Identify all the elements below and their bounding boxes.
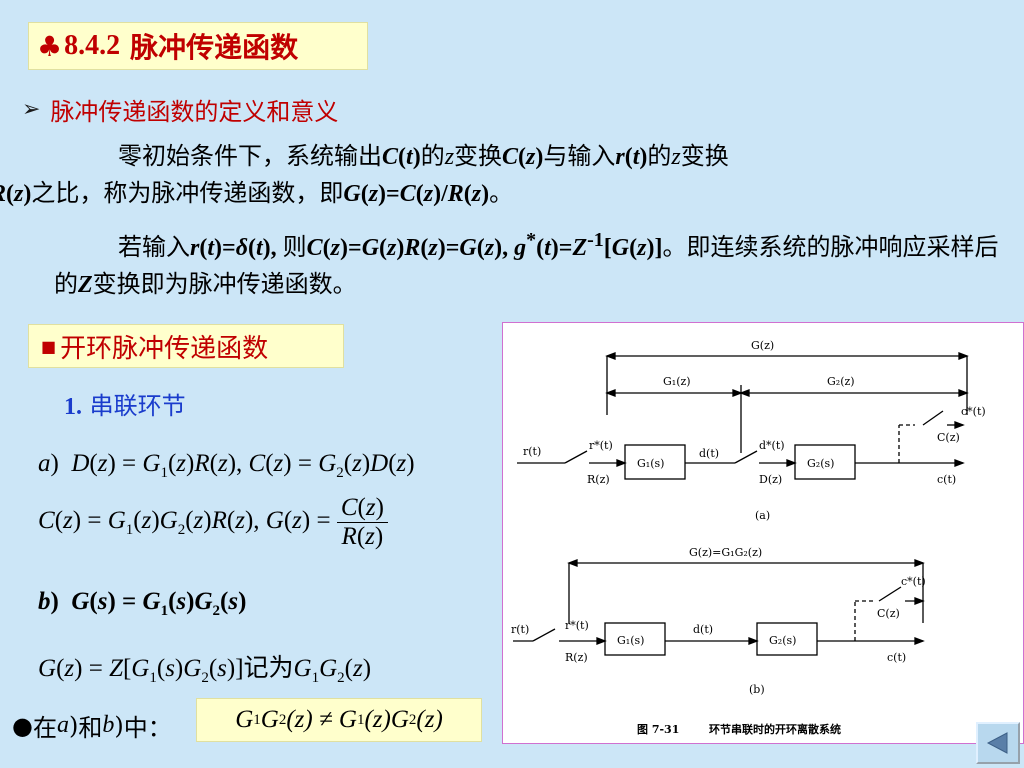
label-a: (a) [755,509,770,522]
bullet-dot-icon: ● [12,711,33,740]
definition-paragraph-2: 若输入r(t)=δ(t), 则C(z)=G(z)R(z)=G(z), g*(t)… [54,229,999,298]
equation-a-2: C(z) = G1(z)G2(z)R(z), G(z) = C(z)R(z) [38,494,388,551]
equation-b-2: G(z) = Z[G1(s)G2(s)]记为G1G2(z) [38,653,372,686]
open-loop-subtitle-box: ■ 开环脉冲传递函数 [28,324,344,368]
svg-text:d*(t): d*(t) [759,439,785,452]
svg-text:R(z): R(z) [565,651,588,664]
arrow-bullet-icon: ➢ [22,97,41,122]
figure-caption-number: 图 7-31 [637,723,679,736]
svg-text:c*(t): c*(t) [961,405,986,418]
block-g1s-b [604,622,666,656]
svg-text:d(t): d(t) [693,623,713,636]
section-number: 8.4.2 [64,30,121,61]
figure-caption-text: 环节串联时的开环离散系统 [709,722,841,736]
label-g2z: G₂(z) [827,375,855,388]
svg-text:c(t): c(t) [887,651,906,664]
sampler-switch-1 [564,450,588,464]
definition-paragraph-1: 零初始条件下，系统输出C(t)的z变换C(z)与输入r(t)的z变换 R(z)之… [0,142,729,207]
label-b: (b) [749,683,765,696]
section-title: 脉冲传递函数 [130,31,299,64]
square-bullet-icon: ■ [41,336,57,356]
equation-a-1: a) D(z) = G1(z)R(z), C(z) = G2(z)D(z) [38,450,415,481]
label-gz-top: G(z) [751,339,774,352]
svg-text:r(t): r(t) [523,445,541,458]
sampler-switch-5 [878,586,902,602]
bullet-heading-text: 脉冲传递函数的定义和意义 [50,98,339,126]
club-icon: ♣ [37,29,63,63]
back-arrow-icon [986,732,1008,754]
svg-text:r*(t): r*(t) [589,439,613,452]
sampler-switch-3 [922,410,944,426]
svg-text:r(t): r(t) [511,623,529,636]
svg-text:G₁(s): G₁(s) [637,457,664,470]
svg-text:D(z): D(z) [759,473,782,486]
block-g1s-a [624,444,686,480]
label-gz-b: G(z)=G₁G₂(z) [689,546,762,559]
open-loop-subtitle: 开环脉冲传递函数 [60,333,269,364]
section-title-box: ♣ 8.4.2 脉冲传递函数 [28,22,368,70]
svg-text:G₂(s): G₂(s) [769,634,796,647]
sampler-switch-2 [734,450,758,464]
equation-b-1: b) G(s) = G1(s)G2(s) [38,588,247,619]
bullet-heading: ➢ 脉冲传递函数的定义和意义 [22,92,338,127]
svg-text:C(z): C(z) [877,607,900,620]
svg-text:c*(t): c*(t) [901,575,926,588]
sampler-switch-4 [532,628,556,642]
previous-slide-button[interactable] [976,722,1020,764]
svg-text:C(z): C(z) [937,431,960,444]
block-g2s-a [794,444,856,480]
series-item: 1. 串联环节 [64,392,186,420]
svg-text:d(t): d(t) [699,447,719,460]
svg-text:R(z): R(z) [587,473,610,486]
block-g2s-b [756,622,818,656]
svg-text:G₂(s): G₂(s) [807,457,834,470]
svg-text:r*(t): r*(t) [565,619,589,632]
block-diagram-figure: G(z) G₁(z) G₂(z) G₁(s) G₂(s) r(t) r*(t) … [502,322,1024,744]
label-g1z: G₁(z) [663,375,691,388]
svg-text:G₁(s): G₁(s) [617,634,644,647]
svg-text:c(t): c(t) [937,473,956,486]
